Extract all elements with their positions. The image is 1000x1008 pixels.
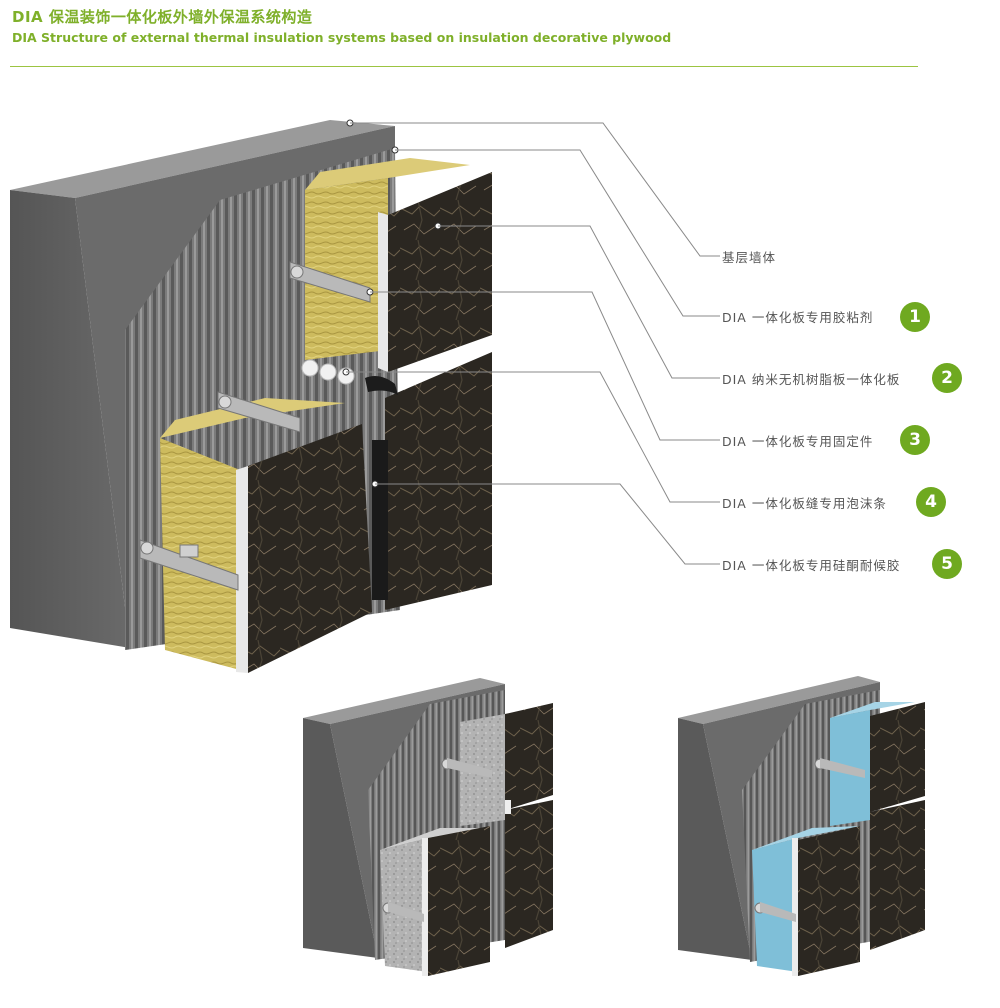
base-wall-front: [10, 190, 130, 648]
callout-badge-5: 5: [932, 549, 962, 579]
marble-panel-lower-left: [248, 424, 372, 673]
callout-badge-4: 4: [916, 487, 946, 517]
panel-edge-lower: [236, 466, 248, 673]
marble-panel-upper: [388, 172, 492, 372]
variant-blue-insulation: [678, 676, 925, 976]
callout-label-foam-strip: DIA 一体化板缝专用泡沫条: [722, 496, 887, 511]
anchor-bracket: [139, 261, 371, 591]
callout-label-sealant: DIA 一体化板专用硅酮耐候胶: [722, 558, 901, 573]
callout-badge-2: 2: [932, 363, 962, 393]
rock-wool-top-upper: [305, 158, 470, 190]
callout-badge-1: 1: [900, 302, 930, 332]
page-subtitle: DIA Structure of external thermal insula…: [12, 30, 672, 45]
sealant-joint: [372, 440, 388, 600]
rock-wool-top-lower: [160, 398, 345, 438]
callout-label-base-wall: 基层墙体: [722, 250, 777, 265]
title-divider: [10, 66, 918, 67]
callout-badge-3: 3: [900, 425, 930, 455]
callout-label-fixing: DIA 一体化板专用固定件: [722, 434, 874, 449]
variant-grey-insulation: [303, 678, 553, 976]
base-wall-top: [10, 120, 395, 198]
rock-wool-side-lower: [160, 438, 240, 670]
callout-label-resin-panel: DIA 纳米无机树脂板一体化板: [722, 372, 901, 387]
callout-label-adhesive: DIA 一体化板专用胶粘剂: [722, 310, 874, 325]
callout-leaders: [346, 122, 720, 565]
foam-rod: [301, 359, 319, 377]
marble-panel-lower-right: [385, 352, 492, 610]
rock-wool-side-upper: [305, 178, 388, 360]
main-wall-assembly: [10, 119, 492, 673]
page-title: DIA 保温装饰一体化板外墙外保温系统构造: [12, 8, 313, 26]
